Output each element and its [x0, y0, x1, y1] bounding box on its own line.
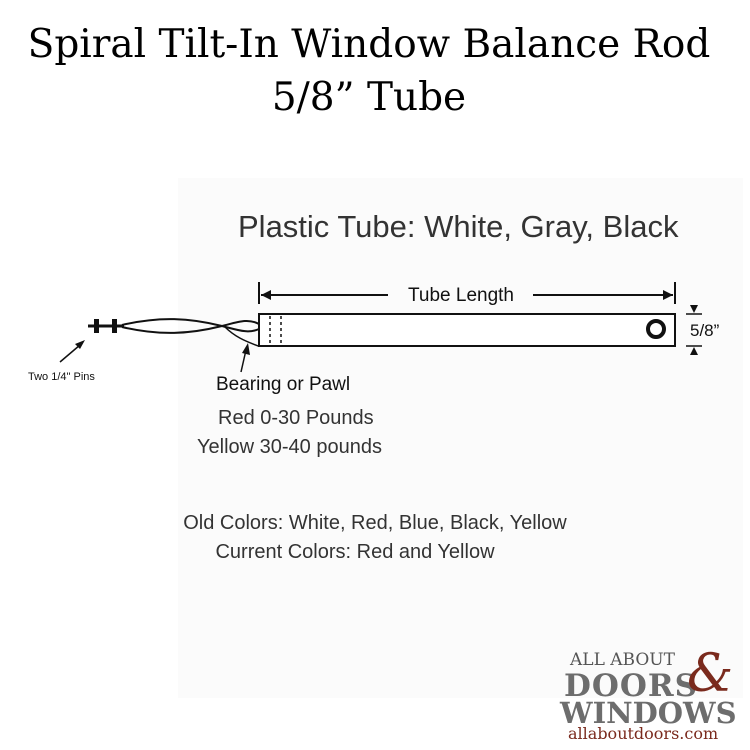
tube-body: [258, 313, 676, 347]
bearing-arrow: [242, 343, 250, 355]
logo-line-3: WINDOWS: [560, 696, 737, 730]
pins-label: Two 1/4" Pins: [28, 371, 95, 383]
bearing-red-spec: Red 0-30 Pounds: [218, 407, 374, 429]
spiral-rod-lower: [121, 319, 260, 334]
pins-leader: [59, 344, 81, 363]
pins-arrow: [75, 340, 85, 349]
length-arrow-left: [261, 290, 271, 300]
page-title: Spiral Tilt-In Window Balance Rod: [27, 22, 711, 67]
pin-1: [94, 319, 99, 333]
diagram-panel: [178, 178, 743, 698]
tube-end-hole: [646, 319, 666, 339]
logo-url: allaboutdoors.com: [568, 724, 719, 743]
brand-logo: ALL ABOUT DOORS & WINDOWS allaboutdoors.…: [540, 644, 740, 743]
size-arrow-bottom: [690, 347, 698, 355]
plastic-tube-colors: Plastic Tube: White, Gray, Black: [238, 209, 679, 244]
tube-size-label: 5/8”: [690, 321, 720, 340]
page-subtitle: 5/8” Tube: [271, 75, 467, 120]
current-colors: Current Colors: Red and Yellow: [215, 541, 495, 563]
logo-line-1: ALL ABOUT: [570, 650, 675, 670]
bearing-label: Bearing or Pawl: [216, 374, 350, 395]
pin-2: [112, 319, 117, 333]
old-colors: Old Colors: White, Red, Blue, Black, Yel…: [183, 512, 567, 534]
spiral-rod-upper: [121, 318, 260, 333]
length-arrow-right: [663, 290, 673, 300]
bearing-yellow-spec: Yellow 30-40 pounds: [197, 436, 382, 458]
logo-line-2: DOORS: [564, 668, 699, 704]
tube-length-label: Tube Length: [408, 285, 514, 306]
spiral-rod-tail: [224, 326, 259, 347]
logo-ampersand: &: [687, 644, 734, 704]
size-arrow-top: [690, 305, 698, 313]
